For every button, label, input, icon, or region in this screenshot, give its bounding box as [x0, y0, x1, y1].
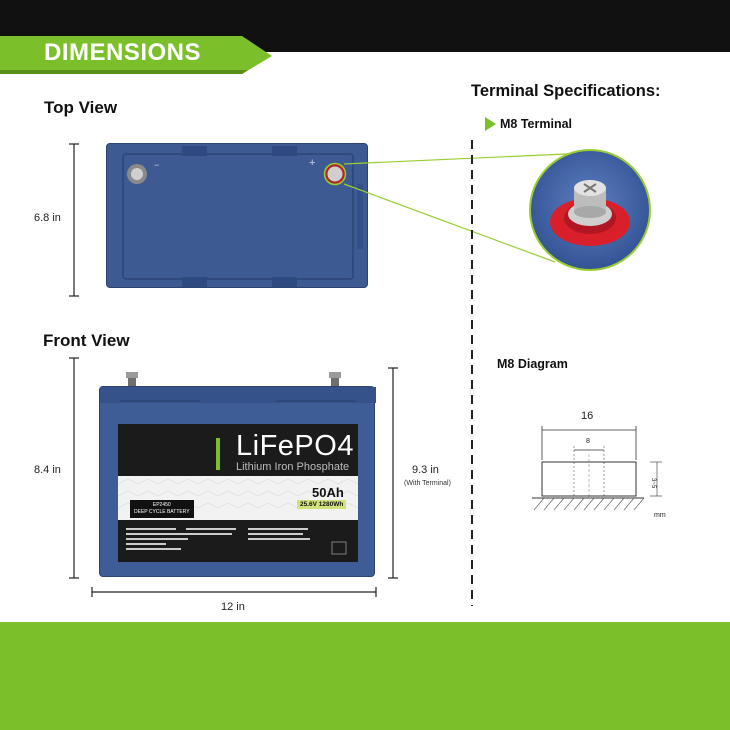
top-view-height-dimension [69, 143, 79, 297]
terminal-callout-lines [343, 152, 589, 263]
front-view-width-dimension [91, 587, 377, 597]
footer-band [0, 622, 730, 730]
terminal-magnifier [529, 149, 651, 271]
front-view-title: Front View [43, 331, 130, 350]
battery-model-text: EP2450 [152, 502, 171, 508]
m8-diagram [532, 426, 662, 511]
total-height-dimension [388, 367, 398, 579]
front-view-width-label: 12 in [221, 601, 245, 613]
negative-symbol: − [154, 160, 160, 170]
battery-capacity-text: 50Ah [312, 485, 344, 500]
front-terminal-posts [126, 372, 341, 390]
section-divider [471, 140, 473, 606]
top-view-title: Top View [44, 98, 118, 117]
front-view-height-dimension [69, 357, 79, 579]
m8-depth-label: 3~5 [650, 478, 656, 489]
terminal-name: M8 Terminal [500, 117, 573, 131]
top-view-height-label: 6.8 in [34, 212, 61, 224]
front-view-height-label: 8.4 in [34, 464, 61, 476]
total-height-label: 9.3 in [412, 464, 439, 476]
m8-unit-label: mm [654, 512, 666, 519]
m8-outer-width-label: 16 [581, 410, 594, 422]
terminal-specs-heading: Terminal Specifications: [471, 82, 661, 100]
battery-model-chip: EP2450 DEEP CYCLE BATTERY [130, 500, 194, 518]
banner-ribbon [0, 36, 272, 74]
battery-voltage-text: 25.6V 1280Wh [297, 500, 347, 509]
battery-brand-text: LiFePO4 [236, 430, 354, 462]
battery-top-view [106, 143, 368, 288]
terminal-pointer-icon [485, 117, 496, 131]
total-height-note: (With Terminal) [404, 480, 451, 487]
positive-symbol: + [309, 157, 316, 169]
page-title: DIMENSIONS [44, 39, 202, 66]
m8-diagram-heading: M8 Diagram [497, 357, 568, 371]
m8-inner-width-label: 8 [586, 438, 590, 445]
battery-chemistry-text: Lithium Iron Phosphate [236, 461, 350, 473]
battery-type-text: DEEP CYCLE BATTERY [134, 509, 190, 515]
